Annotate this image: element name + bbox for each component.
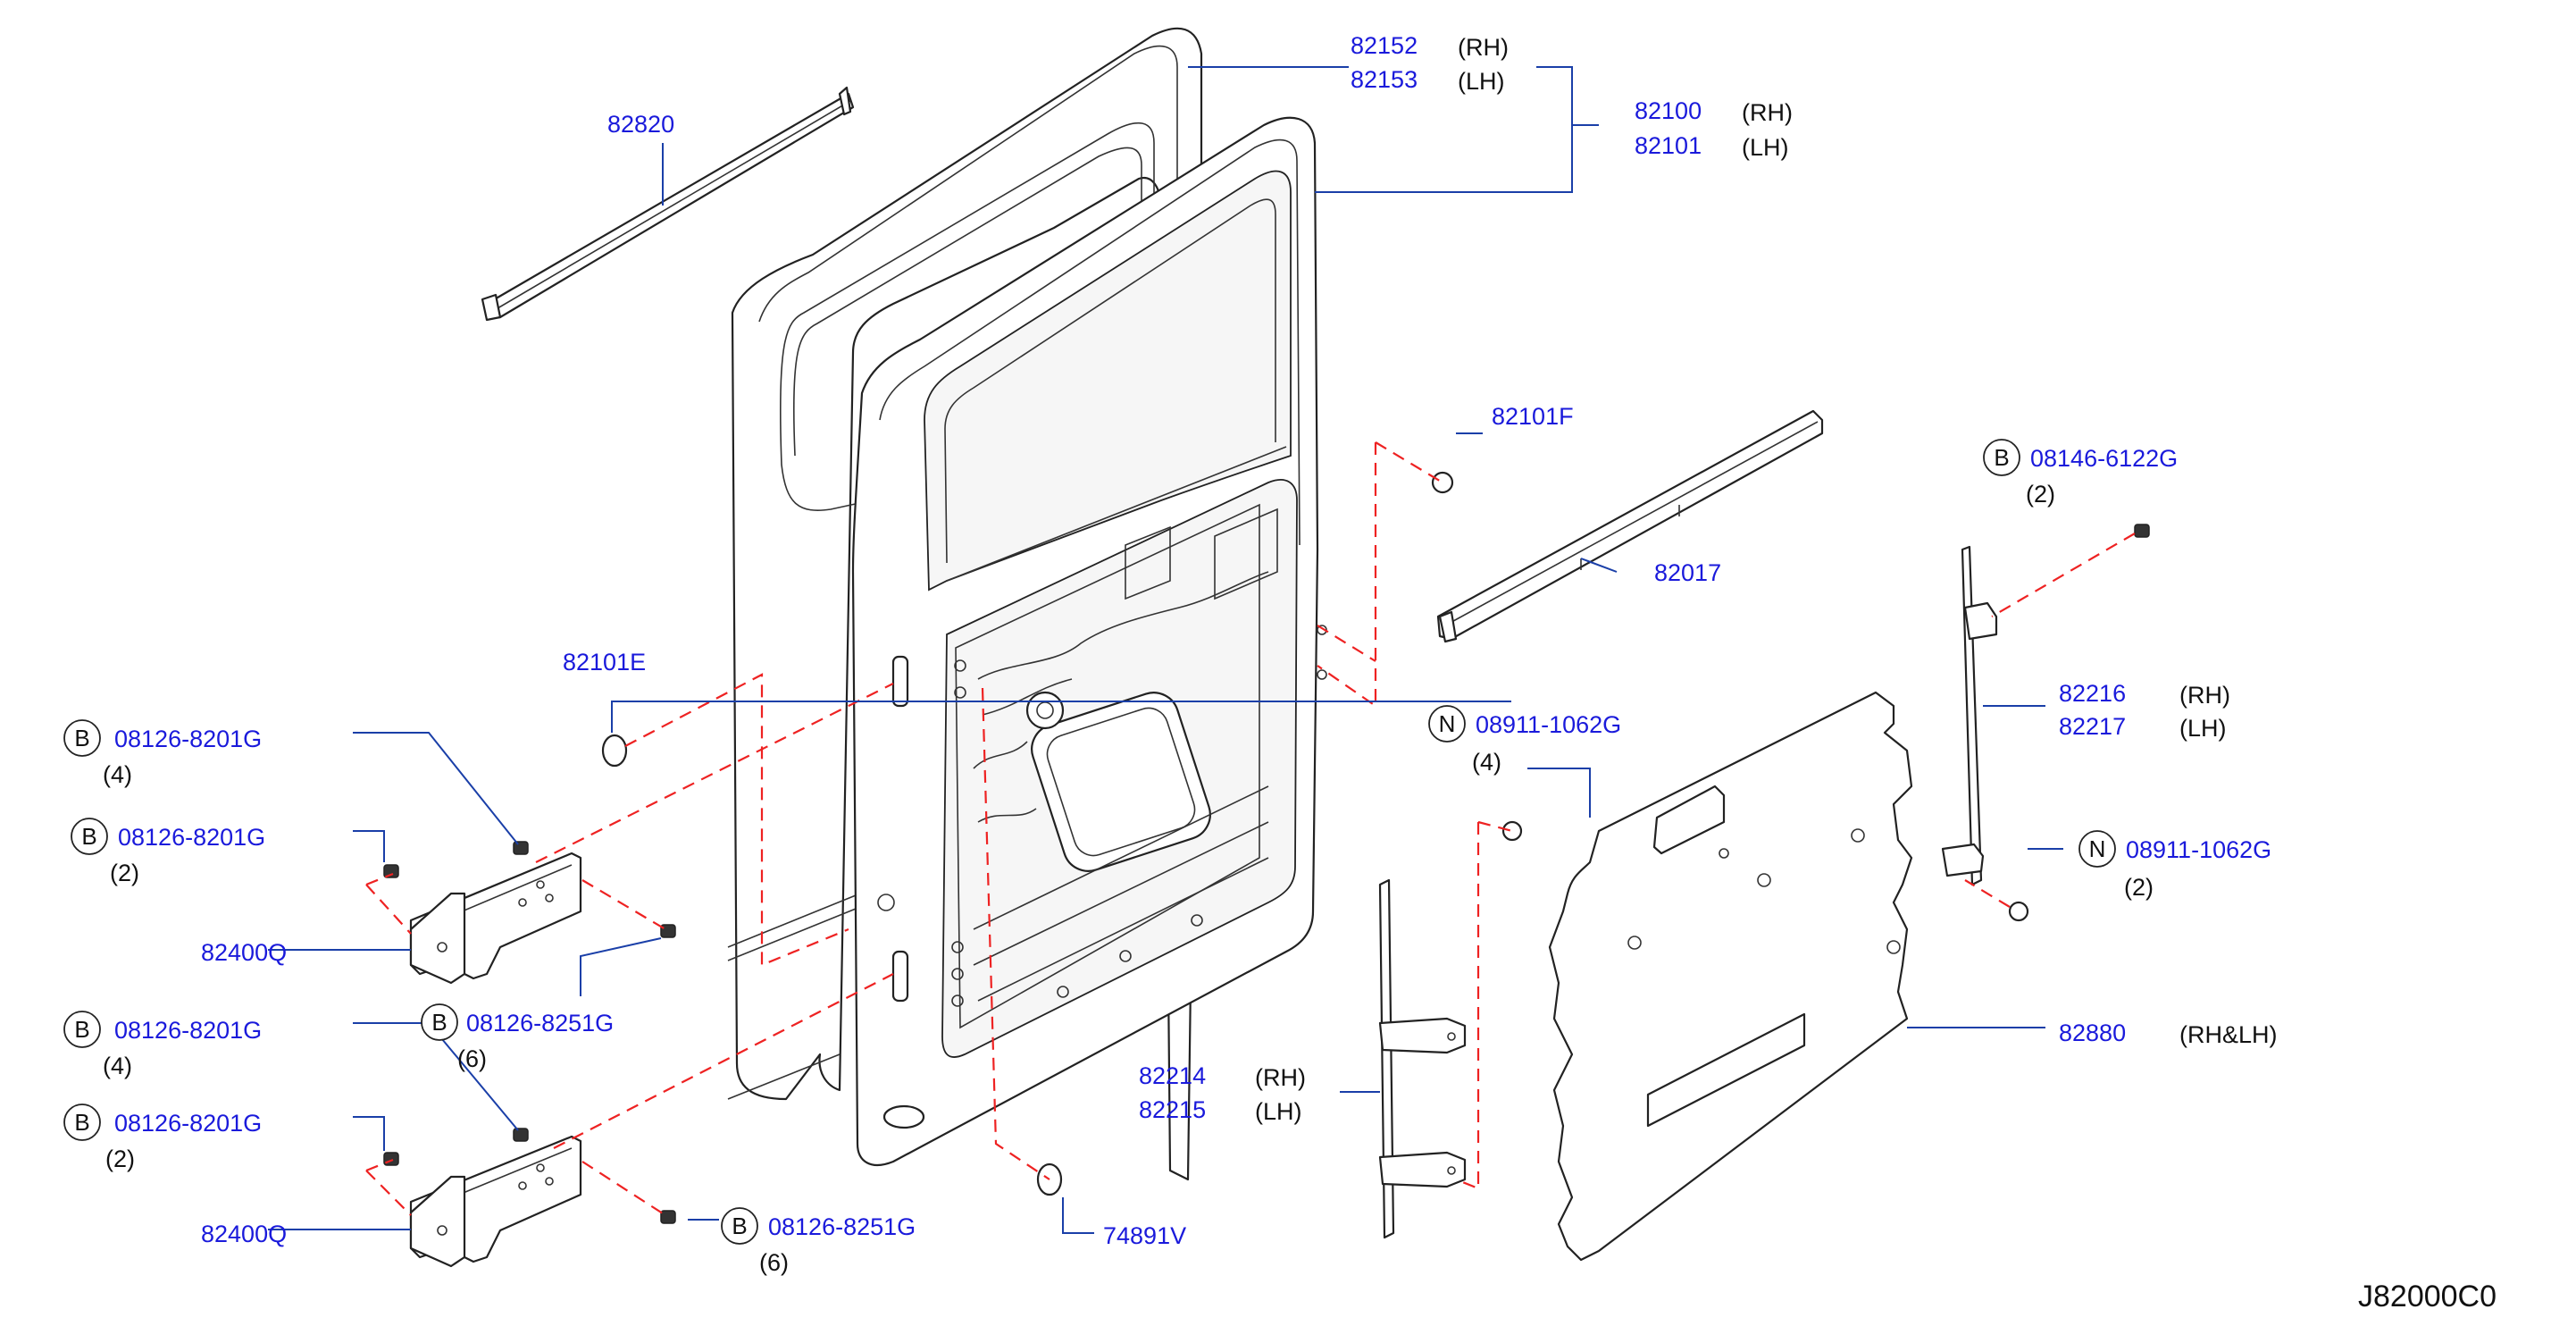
part-number-08126-8201G-2: 08126-8201G — [118, 824, 265, 851]
side-82880: (RH&LH) — [2179, 1021, 2278, 1048]
upper-hinge-drawing — [409, 852, 582, 985]
part-number-82400Q-lower: 82400Q — [201, 1221, 287, 1247]
side-82216: (RH) — [2179, 682, 2230, 709]
svg-text:N: N — [2089, 835, 2106, 862]
part-number-08911-1062G-a: 08911-1062G — [1476, 711, 1621, 738]
svg-text:N: N — [1439, 710, 1456, 737]
svg-text:B: B — [74, 725, 89, 751]
part-number-08911-1062G-b: 08911-1062G — [2126, 836, 2271, 863]
qty-08126-8201G-4: (2) — [105, 1146, 135, 1172]
svg-text:B: B — [732, 1213, 747, 1239]
callouts: 82152 (RH) 82153 (LH) 82100 (RH) 82101 (… — [63, 32, 2497, 1313]
svg-text:B: B — [81, 823, 96, 850]
side-82217: (LH) — [2179, 715, 2227, 742]
svg-text:B: B — [1994, 444, 2009, 471]
leader-lines — [268, 66, 2063, 1234]
qty-08911-1062G-a: (4) — [1472, 749, 1501, 776]
part-number-74891V: 74891V — [1103, 1222, 1186, 1249]
part-number-08146-6122G: 08146-6122G — [2030, 445, 2178, 472]
svg-text:B: B — [431, 1009, 447, 1036]
badge-b-08126-8251-2: B — [721, 1207, 758, 1245]
qty-08126-8201G-3: (4) — [103, 1053, 132, 1079]
badge-b-08126-1: B — [63, 719, 101, 757]
part-number-82152: 82152 — [1351, 32, 1418, 59]
part-number-82217: 82217 — [2059, 713, 2126, 740]
qty-08911-1062G-b: (2) — [2124, 874, 2154, 901]
svg-text:B: B — [74, 1016, 89, 1043]
part-number-82880: 82880 — [2059, 1020, 2126, 1046]
part-number-82216: 82216 — [2059, 680, 2126, 707]
part-number-08126-8251G-1: 08126-8251G — [466, 1010, 614, 1036]
badge-b-08126-3: B — [63, 1011, 101, 1048]
part-number-82017: 82017 — [1654, 559, 1721, 586]
side-82214: (RH) — [1255, 1064, 1306, 1091]
svg-text:B: B — [74, 1109, 89, 1136]
side-82100: (RH) — [1742, 99, 1793, 126]
door-seal-with-brackets-drawing — [1378, 878, 1467, 1239]
badge-b-08126-2: B — [71, 818, 108, 855]
inner-sealing-strip-drawing — [1436, 409, 1824, 643]
part-number-82153: 82153 — [1351, 66, 1418, 93]
part-number-08126-8201G-4: 08126-8201G — [114, 1110, 262, 1137]
part-number-08126-8201G-1: 08126-8201G — [114, 726, 262, 752]
badge-n-08911-a: N — [1428, 705, 1466, 743]
qty-08126-8251G-2: (6) — [759, 1249, 789, 1276]
door-molding-drawing — [481, 86, 855, 322]
part-number-82400Q-upper: 82400Q — [201, 939, 287, 966]
part-number-82820: 82820 — [607, 111, 674, 138]
part-number-82215: 82215 — [1139, 1096, 1206, 1123]
badge-b-08126-4: B — [63, 1104, 101, 1141]
part-number-82101: 82101 — [1635, 132, 1702, 159]
qty-08126-8251G-1: (6) — [457, 1045, 487, 1072]
lower-hinge-drawing — [409, 1135, 582, 1268]
qty-08126-8201G-2: (2) — [110, 860, 139, 886]
qty-08126-8201G-1: (4) — [103, 761, 132, 788]
side-82101: (LH) — [1742, 134, 1789, 161]
badge-b-08126-8251-1: B — [421, 1003, 458, 1041]
side-82215: (LH) — [1255, 1098, 1302, 1125]
part-number-82101F: 82101F — [1492, 403, 1574, 430]
part-number-08126-8251G-2: 08126-8251G — [768, 1213, 916, 1240]
side-82152: (RH) — [1458, 34, 1509, 61]
part-number-82214: 82214 — [1139, 1062, 1206, 1089]
door-inner-panel-drawing — [851, 116, 1327, 1166]
door-trim-panel-drawing — [1548, 691, 1913, 1262]
qty-08146-6122G: (2) — [2026, 481, 2055, 508]
part-number-82101E: 82101E — [563, 649, 646, 676]
part-number-82100: 82100 — [1635, 97, 1702, 124]
badge-n-08911-b: N — [2078, 830, 2116, 868]
assembly-dashed-lines — [365, 441, 2136, 1216]
diagram-code: J82000C0 — [2358, 1280, 2497, 1313]
part-number-08126-8201G-3: 08126-8201G — [114, 1017, 262, 1044]
side-seal-strip-drawing — [1941, 545, 1998, 886]
side-82153: (LH) — [1458, 68, 1505, 95]
badge-b-08146: B — [1983, 439, 2020, 476]
